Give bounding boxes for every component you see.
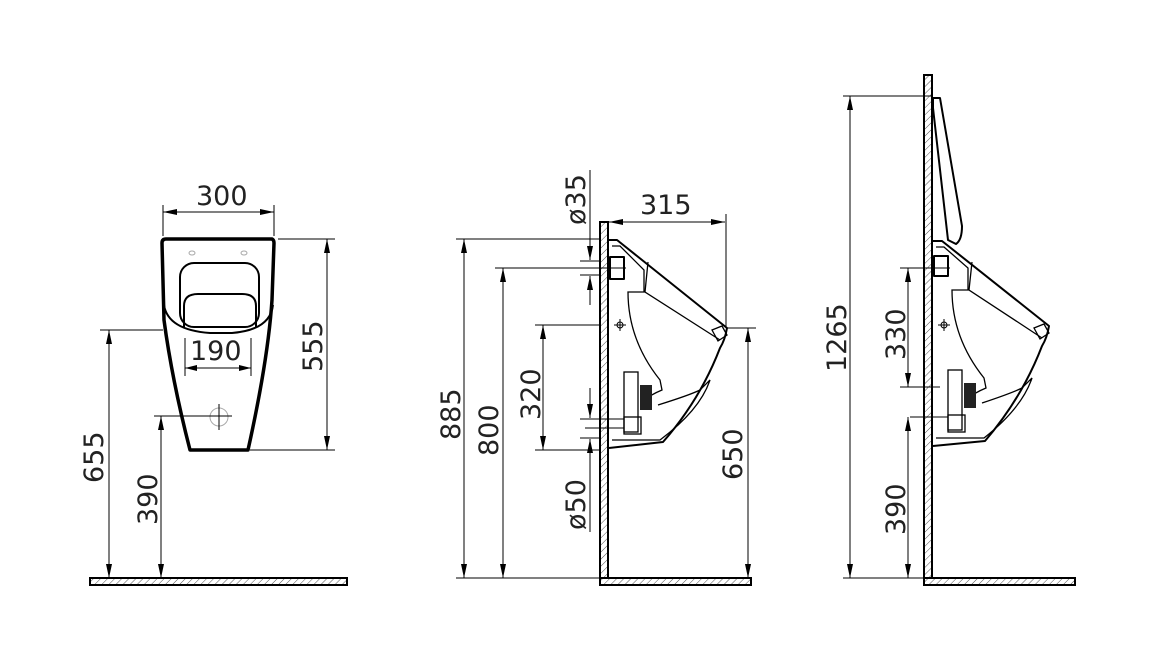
dim-ø35-label: ø35 (561, 174, 592, 225)
dim-315-label: 315 (640, 190, 692, 221)
dim-330-label: 330 (881, 308, 912, 360)
front-view: 300 190 555 655 390 (79, 181, 348, 586)
floor-slab (89, 577, 348, 586)
siphon-body (623, 371, 639, 433)
center-mark-icon (940, 321, 948, 329)
dim-300-label: 300 (196, 181, 248, 212)
drain-fitting (964, 383, 976, 408)
fixing-hole-icon (188, 250, 196, 256)
dim-655-label: 655 (79, 431, 110, 483)
drain-fitting (640, 385, 652, 410)
flush-panel (932, 97, 963, 245)
side-view-concealed: 315 ø35 885 800 320 (436, 170, 756, 586)
dim-190-label: 190 (190, 336, 242, 367)
dim-800-label: 800 (474, 404, 505, 456)
inlet-connector (933, 255, 949, 277)
dim-555-label: 555 (298, 320, 329, 372)
siphon-body (947, 369, 963, 431)
bowl-inner (183, 293, 257, 327)
urinal-side-profile (932, 240, 1050, 447)
floor-slab (599, 577, 752, 586)
urinal-side-profile (608, 239, 728, 449)
dim-390-side-label: 390 (881, 483, 912, 535)
fixing-hole-icon (240, 250, 248, 256)
dim-885-label: 885 (436, 388, 467, 440)
dim-320-label: 320 (516, 368, 547, 420)
bowl-opening (179, 262, 260, 328)
urinal-front-outline (160, 237, 276, 452)
dim-390-front-label: 390 (133, 473, 164, 525)
dim-1265-label: 1265 (822, 303, 853, 372)
bowl-rim (163, 304, 274, 334)
dim-ø50-label: ø50 (561, 479, 592, 530)
floor-slab (923, 577, 1076, 586)
wall-section (599, 221, 609, 579)
side-view-with-cistern: 1265 330 390 (822, 74, 1076, 586)
dim-650-label: 650 (718, 428, 749, 480)
wall-section (923, 74, 933, 579)
